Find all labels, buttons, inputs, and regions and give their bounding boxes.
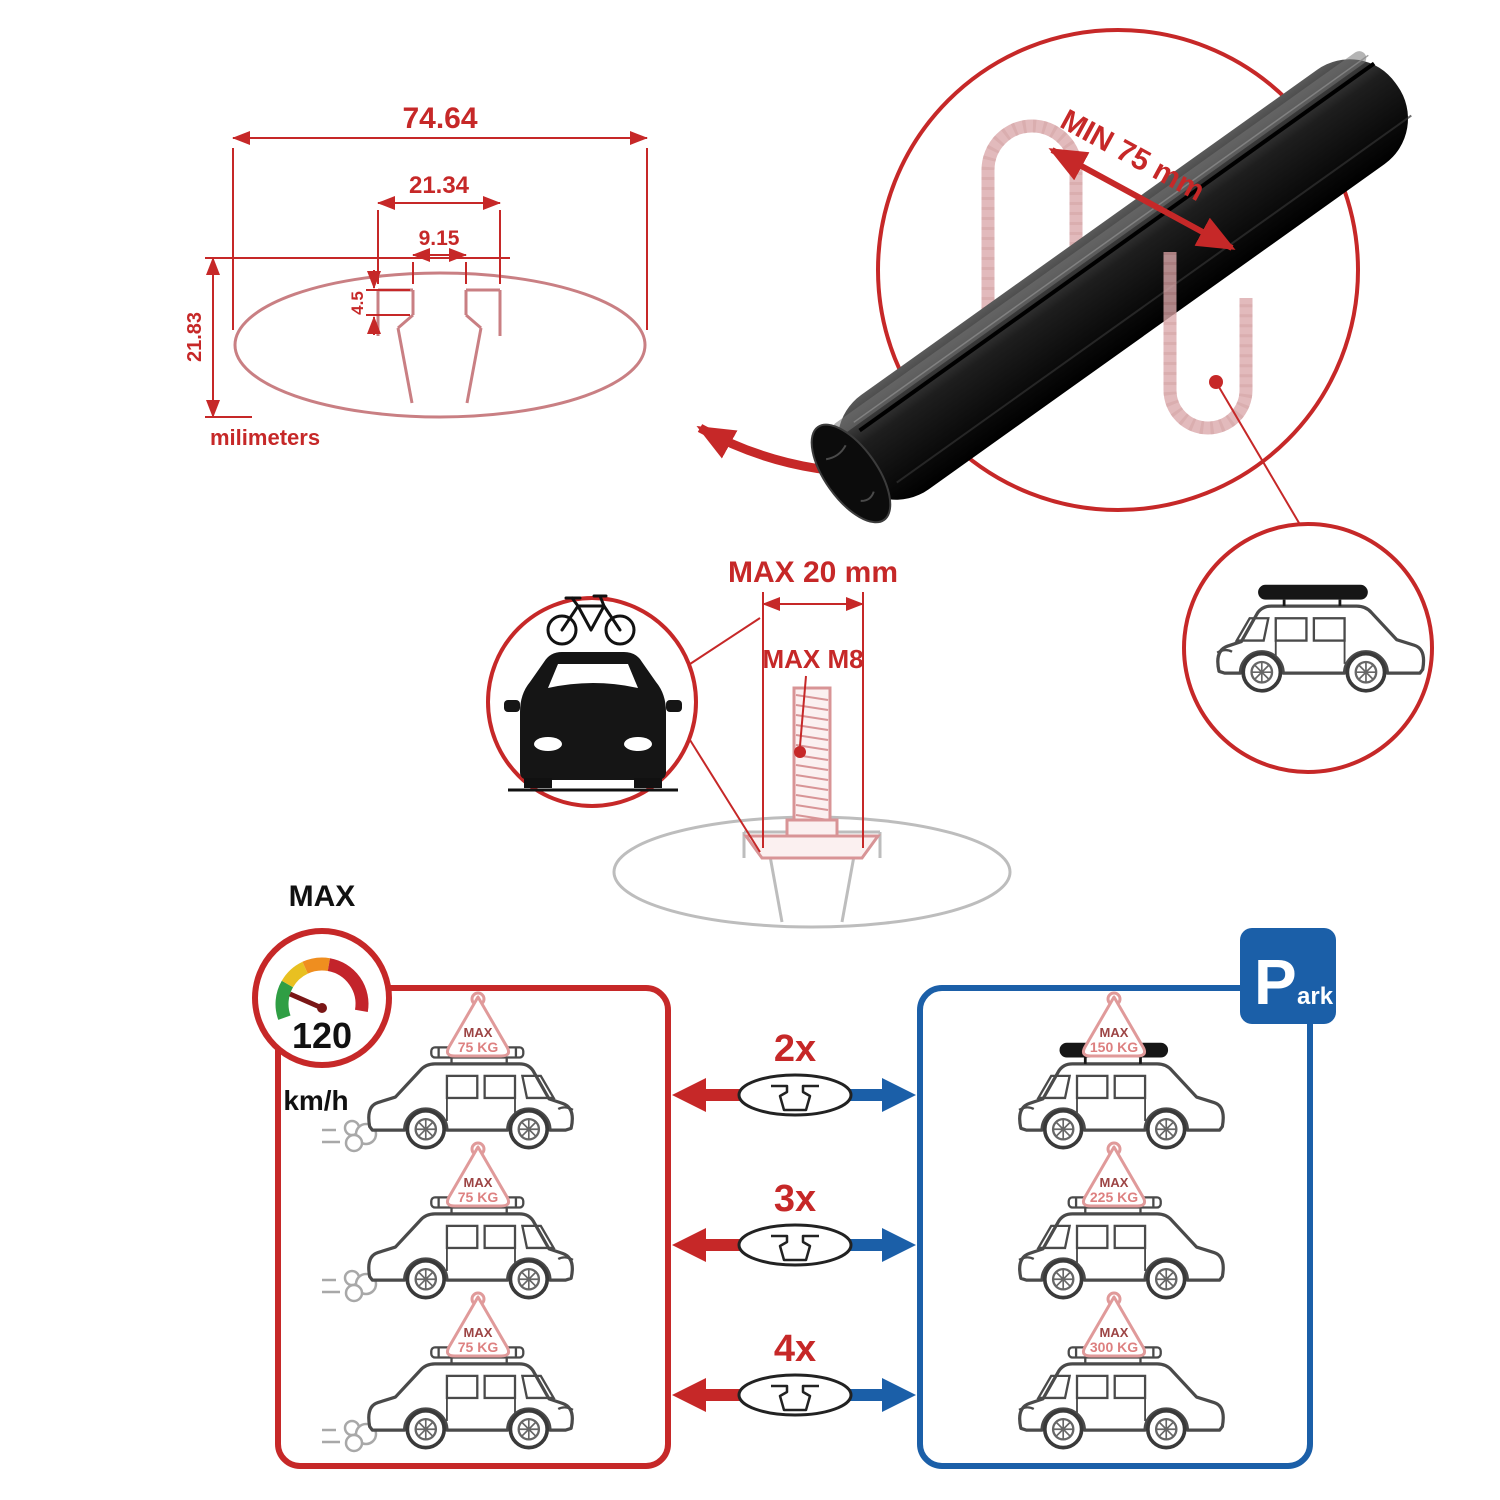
crossbar-3d <box>810 51 1412 524</box>
park-sign: P ark <box>1240 928 1336 1024</box>
bolt-diagram: MAX 20 mm MAX M8 <box>612 556 1012 929</box>
cross-section-diagram: 74.64 21.34 9.15 4.5 21.83 milimeters <box>184 102 648 450</box>
roofbox-suv-circle <box>1182 522 1434 774</box>
u-bolt-ghost-icon <box>1163 252 1253 435</box>
min-span-arrow <box>1048 147 1236 251</box>
load-tag: MAX 75 KG <box>446 991 510 1058</box>
dim-slot-width: 9.15 <box>419 227 460 250</box>
max-thread-label: MAX M8 <box>762 644 863 674</box>
load-tag-value: 75 KG <box>458 1039 499 1055</box>
load-tag-max: MAX <box>1100 1325 1129 1340</box>
load-tag-max: MAX <box>464 1325 493 1340</box>
bike-car-circle <box>486 594 761 853</box>
crossbar-profile-icon <box>737 1373 853 1417</box>
crossbar-profile-icon <box>233 271 647 419</box>
gauge-icon <box>275 957 369 1020</box>
bar-count-label: 4x <box>774 1328 816 1370</box>
load-tag: MAX 150 KG <box>1082 991 1146 1058</box>
callout-dot <box>794 746 806 758</box>
bar-detail-circle: MIN 75 mm <box>810 28 1412 529</box>
load-tag-max: MAX <box>1100 1025 1129 1040</box>
dim-channel-width: 21.34 <box>409 172 470 199</box>
load-tag-value: 225 KG <box>1090 1189 1138 1205</box>
load-tag: MAX 225 KG <box>1082 1141 1146 1208</box>
crossbar-profile-icon <box>737 1073 853 1117</box>
car-front-icon <box>504 652 682 792</box>
bike-icon <box>546 594 636 646</box>
load-tag-value: 150 KG <box>1090 1039 1138 1055</box>
park-initial: P <box>1254 946 1297 1018</box>
bolt-icon <box>743 686 881 860</box>
load-tag: MAX 75 KG <box>446 1141 510 1208</box>
speed-value: 120 <box>292 1015 352 1056</box>
speed-limit-badge: MAX 120 km/h <box>252 880 392 1116</box>
max-length-label: MAX 20 mm <box>728 556 898 589</box>
bar-count-label: 2x <box>774 1028 816 1070</box>
load-tag-value: 75 KG <box>458 1339 499 1355</box>
load-tag-value: 300 KG <box>1090 1339 1138 1355</box>
crossbar-profile-icon <box>737 1223 853 1267</box>
load-tag-max: MAX <box>1100 1175 1129 1190</box>
load-tag: MAX 300 KG <box>1082 1291 1146 1358</box>
units-label: milimeters <box>210 425 320 450</box>
bar-count-rows: 2x 3x 4x <box>672 1028 916 1417</box>
load-tag: MAX 75 KG <box>446 1291 510 1358</box>
red-left-arrow <box>672 1378 706 1412</box>
load-tag-value: 75 KG <box>458 1189 499 1205</box>
park-rest: ark <box>1297 983 1334 1010</box>
dim-bar-height: 21.83 <box>184 312 206 362</box>
speed-max-label: MAX <box>289 880 356 913</box>
dim-overall-width: 74.64 <box>402 102 477 135</box>
speed-unit: km/h <box>283 1085 348 1116</box>
blue-right-arrow <box>882 1378 916 1412</box>
load-tag-max: MAX <box>464 1025 493 1040</box>
load-tag-max: MAX <box>464 1175 493 1190</box>
bar-count-label: 3x <box>774 1178 816 1220</box>
dim-slot-depth: 4.5 <box>348 291 367 315</box>
blue-right-arrow <box>882 1078 916 1112</box>
red-left-arrow <box>672 1228 706 1262</box>
blue-right-arrow <box>882 1228 916 1262</box>
red-left-arrow <box>672 1078 706 1112</box>
